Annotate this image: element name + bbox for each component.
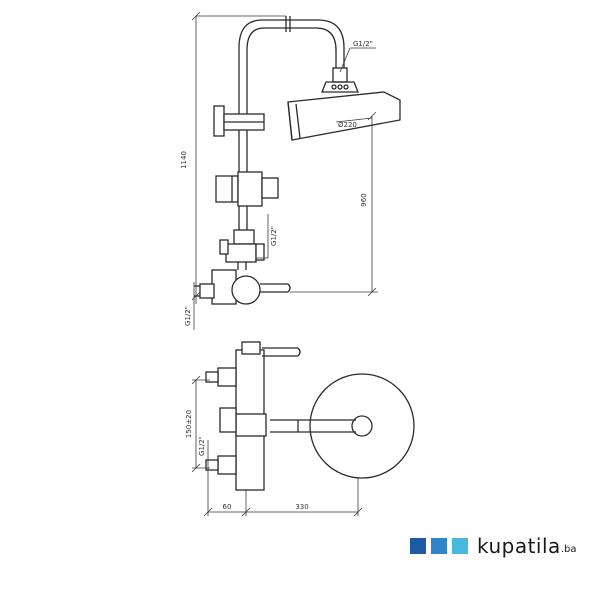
- logo-domain-suffix: .ba: [560, 544, 577, 555]
- logo-square-dark: [410, 538, 426, 554]
- dim-height-to-head: 960: [360, 193, 368, 206]
- logo-square-light: [452, 538, 468, 554]
- kupatila-logo: kupatila .ba: [410, 532, 600, 560]
- thread-diverter-label: G1/2": [270, 226, 278, 246]
- dim-total-height: 1140: [180, 151, 188, 169]
- thread-top-label: G1/2": [353, 40, 373, 48]
- thread-side-inlet-label: G1/2": [184, 306, 192, 326]
- head-diameter-label: Ø220: [338, 121, 357, 129]
- dim-offset-60: 60: [223, 503, 232, 511]
- logo-square-mid: [431, 538, 447, 554]
- dim-reach-330: 330: [295, 503, 308, 511]
- thread-inlet-label: G1/2": [198, 436, 206, 456]
- side-view: [191, 11, 401, 330]
- top-view: [191, 341, 415, 517]
- dim-inlet-spacing: 150±20: [185, 410, 193, 438]
- logo-wordmark: kupatila: [477, 534, 561, 558]
